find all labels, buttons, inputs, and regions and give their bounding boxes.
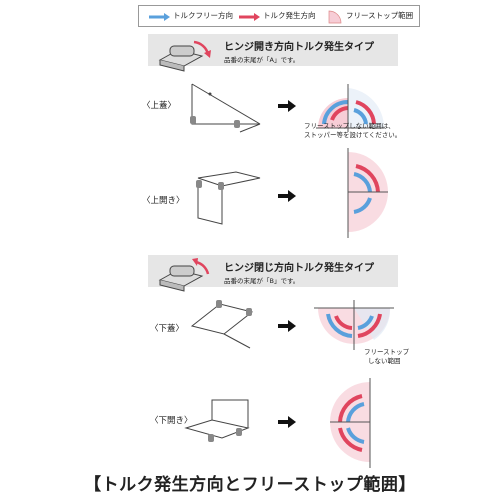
section-a-subtitle: 品番の末尾が「A」です。 [224,56,300,64]
lower-open-illustration [184,399,250,442]
case-label-upper-lid: 〈上蓋〉 [142,101,177,111]
upper-lid-rotation-diagram [316,84,385,132]
section-b-note-line-2: しない範囲 [368,357,401,365]
hinge-close-type-icon [158,258,210,292]
lower-lid-rotation-diagram [314,300,394,350]
upper-open-rotation-diagram [347,148,388,238]
section-b-subtitle: 品番の末尾が「B」です。 [224,277,300,285]
section-a-note-line-2: ストッパー等を設けてください。 [304,131,402,139]
lower-lid-illustration [190,300,254,349]
arrow-right-icon [278,320,296,332]
figure-caption: 【トルク発生方向とフリーストップ範囲】 [84,475,416,495]
arrow-right-icon [278,100,296,112]
legend-torque-direction: トルク発生方向 [263,11,316,20]
case-label-lower-lid: 〈下蓋〉 [150,324,185,334]
legend-free-stop-range: フリーストップ範囲 [346,11,414,20]
section-a-title: ヒンジ開き方向トルク発生タイプ [224,42,374,53]
section-b-note-line-1: フリーストップ [364,348,410,356]
legend-free-direction: トルクフリー方向 [173,11,233,20]
case-label-upper-open: 〈上開き〉 [142,196,185,206]
torque-direction-arrow-icon [239,13,260,21]
legend-box: トルクフリー方向 トルク発生方向 フリーストップ範囲 [138,5,420,27]
arrow-right-icon [278,190,296,202]
case-label-lower-open: 〈下開き〉 [150,416,193,426]
section-b-title: ヒンジ閉じ方向トルク発生タイプ [224,263,374,274]
section-a-note-line-1: フリーストップしない範囲は、 [304,122,395,130]
free-direction-arrow-icon [149,13,170,21]
section-b-note: フリーストップ しない範囲 [364,348,409,366]
free-stop-range-icon [328,10,342,24]
arrow-right-icon [278,416,296,428]
upper-lid-illustration [190,83,261,133]
section-a-note: フリーストップしない範囲は、 ストッパー等を設けてください。 [304,122,401,140]
upper-open-illustration [196,171,261,225]
hinge-open-type-icon [158,40,211,72]
lower-open-rotation-diagram [330,378,371,468]
